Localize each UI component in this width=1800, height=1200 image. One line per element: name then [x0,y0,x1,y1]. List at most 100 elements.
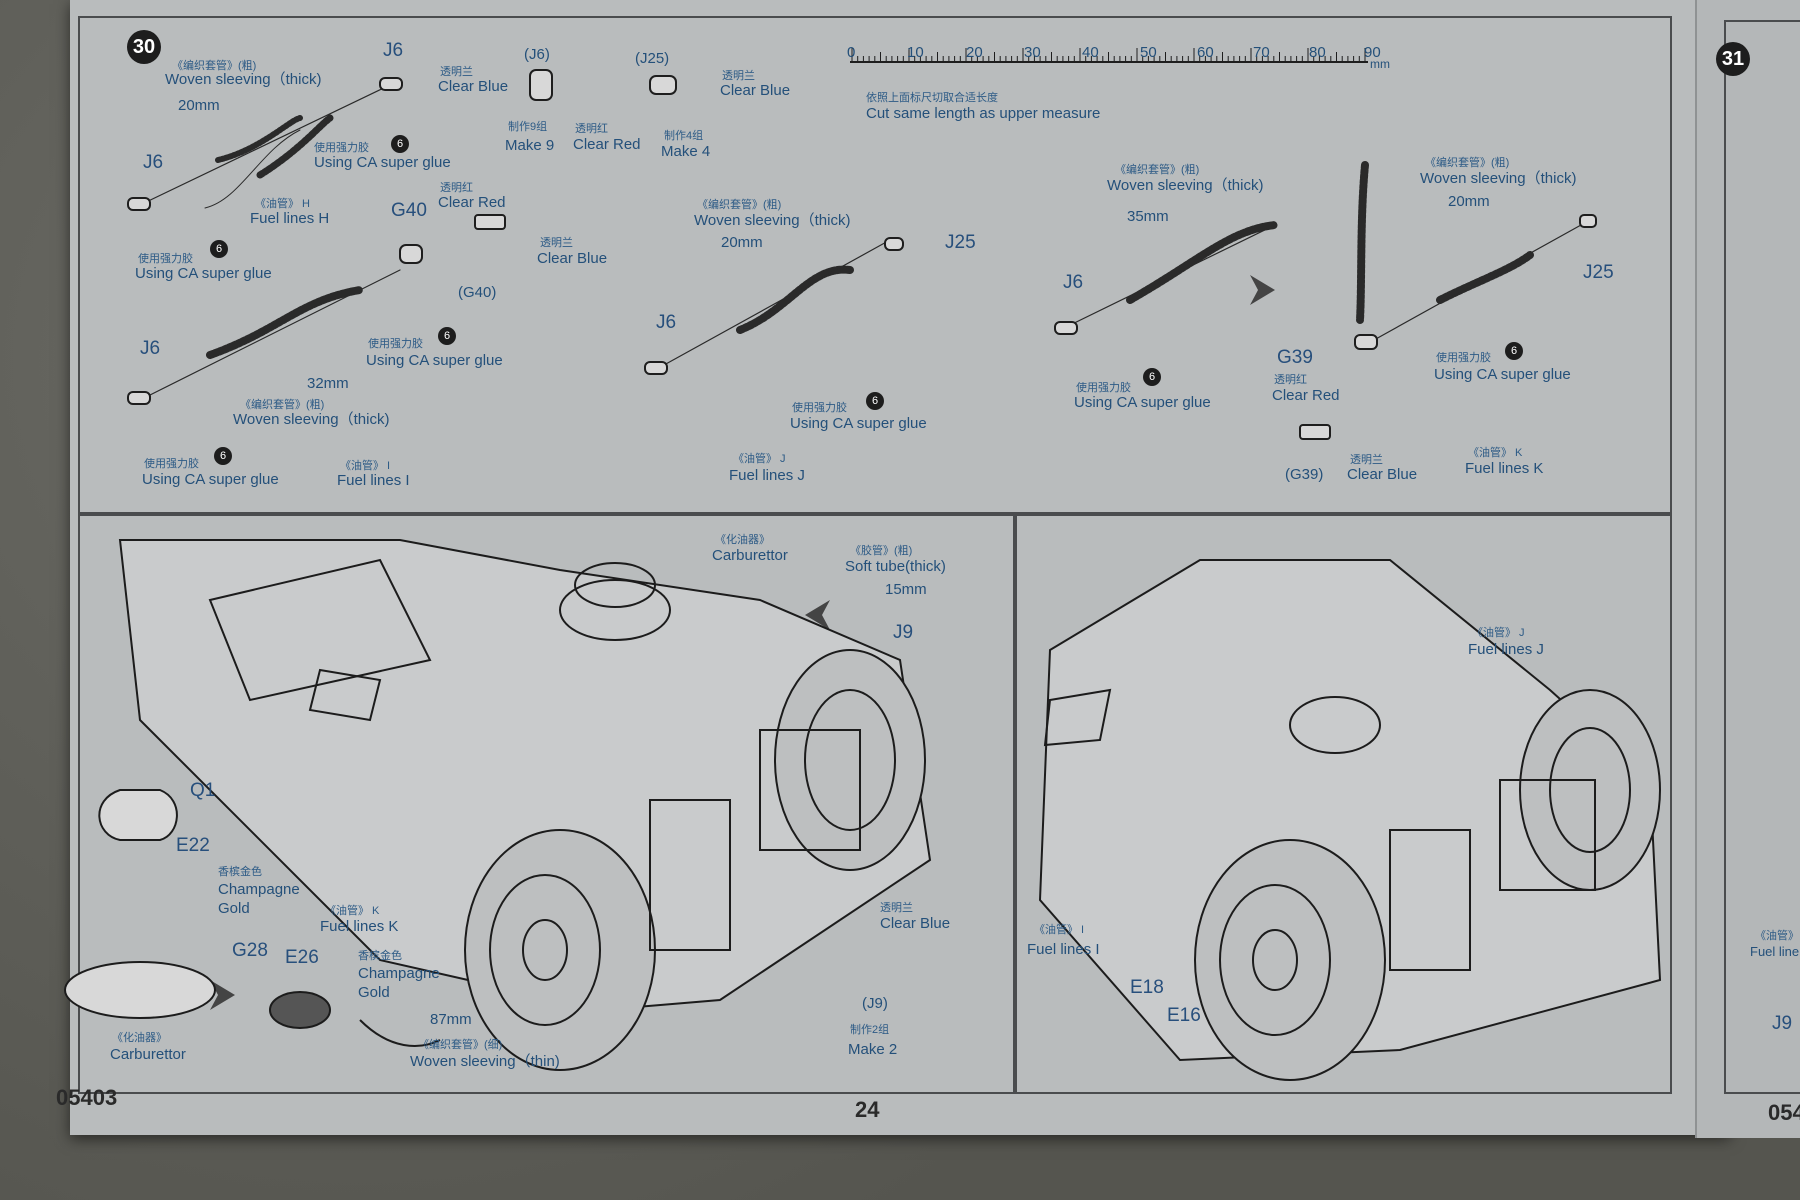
g40-part: G40 [391,200,427,221]
k-glue2-icon: 6 [1505,342,1523,360]
k-sleeve2: Woven sleeving（thick) [1420,170,1577,187]
make9: Make 9 [505,137,555,154]
make-clear-blue-cn: 透明兰 [440,66,473,78]
right-fuel-j: Fuel lines J [1468,641,1544,658]
i-sleeve-cn: 《编织套管》(粗) [240,399,325,411]
make-clear-red-cn: 透明红 [575,123,608,135]
thin-cn: 《编织套管》(细) [418,1039,503,1051]
fuel-k: Fuel lines K [320,918,399,935]
k-sleeve2-cn: 《编织套管》(粗) [1425,157,1510,169]
ruler-note-cn: 依照上面标尺切取合适长度 [866,92,998,104]
k-part-start: J6 [1063,272,1084,293]
make4-cn: 制作4组 [664,130,704,142]
j-glue: Using CA super glue [790,415,927,432]
right-fuel-i-cn: 《油管》 I [1034,924,1085,936]
make-clear-red: Clear Red [573,136,641,153]
k-length2: 20mm [1448,193,1490,210]
soft: Soft tube(thick) [845,558,946,575]
h-glue2-cn: 使用强力胶 [138,253,193,265]
product-code: 05403 [56,1085,118,1110]
next-fuel: Fuel line [1750,944,1800,959]
left-clear-blue: Clear Blue [880,915,951,932]
k-glue2: Using CA super glue [1434,366,1571,383]
make-clear-blue2-cn: 透明兰 [722,70,755,82]
ruler-tick-50: 50 [1140,44,1157,61]
thin-length: 87mm [430,1011,472,1028]
make-j6: (J6) [524,46,550,63]
k-fuel-cn: 《油管》 K [1468,447,1523,459]
i-glue: Using CA super glue [366,352,503,369]
j-glue-cn: 使用强力胶 [792,402,847,414]
ruler-tick-90: 90 [1364,44,1381,61]
page-number: 24 [855,1097,880,1122]
make2: Make 2 [848,1041,898,1058]
j-sleeve-cn: 《编织套管》(粗) [697,199,782,211]
thin: Woven sleeving（thin) [410,1053,560,1070]
ruler-tick-40: 40 [1082,44,1099,61]
g40-label: (G40) [458,284,497,301]
make2-cn: 制作2组 [850,1024,890,1036]
j-part-end: J25 [945,232,976,253]
i-glue2-cn: 使用强力胶 [144,458,199,470]
k-clear-red-cn: 透明红 [1274,374,1307,386]
carb2-cn: 《化油器》 [112,1032,167,1044]
k-sleeve: Woven sleeving（thick) [1107,177,1264,194]
k-glue-cn: 使用强力胶 [1076,382,1131,394]
h-glue2-icon: 6 [210,240,228,258]
make-clear-blue: Clear Blue [438,78,509,95]
h-sleeve: Woven sleeving（thick) [165,71,322,88]
gold-b2: Gold [358,984,390,1001]
left-clear-blue-cn: 透明兰 [880,902,913,914]
step-31-badge: 31 [1716,42,1750,76]
next-j9: J9 [1772,1013,1793,1034]
i-glue-cn: 使用强力胶 [368,338,423,350]
gold1: Champagne [218,881,300,898]
car-body-right [1038,559,1662,1081]
g40-clear-red: Clear Red [438,194,506,211]
h-glue-cn: 使用强力胶 [314,142,369,154]
i-glue2-icon: 6 [214,447,232,465]
h-fuel-cn: 《油管》 H [255,198,310,210]
part-q1: Q1 [190,780,216,801]
ruler-tick-70: 70 [1253,44,1270,61]
step-30-right-panel [1013,512,1672,1094]
k-clear-red: Clear Red [1272,387,1340,404]
j-sleeve: Woven sleeving（thick) [694,212,851,229]
i-sleeve: Woven sleeving（thick) [233,411,390,428]
k-glue: Using CA super glue [1074,394,1211,411]
k-part-end: J25 [1583,262,1614,283]
i-fuel: Fuel lines I [337,472,410,489]
g40-clear-blue: Clear Blue [537,250,608,267]
step-31-panel [1724,20,1800,1094]
k-sleeve-cn: 《编织套管》(粗) [1115,164,1200,176]
i-part: J6 [140,338,161,359]
ruler-tick-60: 60 [1197,44,1214,61]
j-fuel: Fuel lines J [729,467,805,484]
carb-cn: 《化油器》 [715,534,770,546]
part-e18: E18 [1130,977,1164,998]
ruler-tick-0: 0 [847,44,856,61]
h-glue2: Using CA super glue [135,265,272,282]
gold2: Gold [218,900,250,917]
gold-b1: Champagne [358,965,440,982]
k-clear-blue: Clear Blue [1347,466,1418,483]
product-code-next: 054 [1768,1100,1800,1125]
fittings [127,69,1597,440]
h-part-top: J6 [383,40,404,61]
k-g39-label: (G39) [1285,466,1324,483]
k-fuel: Fuel lines K [1465,460,1544,477]
left-j9-label: (J9) [862,995,888,1012]
i-glue-icon: 6 [438,327,456,345]
make-clear-blue2: Clear Blue [720,82,791,99]
soft-length: 15mm [885,581,927,598]
part-e22: E22 [176,835,210,856]
h-glue-icon: 6 [391,135,409,153]
right-fuel-i: Fuel lines I [1027,941,1100,958]
k-glue2-cn: 使用强力胶 [1436,352,1491,364]
carb2: Carburettor [110,1046,186,1063]
direction-arrows [210,275,1275,1010]
ruler-ticks [851,48,1366,62]
i-fuel-cn: 《油管》 I [340,460,391,472]
j-fuel-cn: 《油管》 J [733,453,786,465]
